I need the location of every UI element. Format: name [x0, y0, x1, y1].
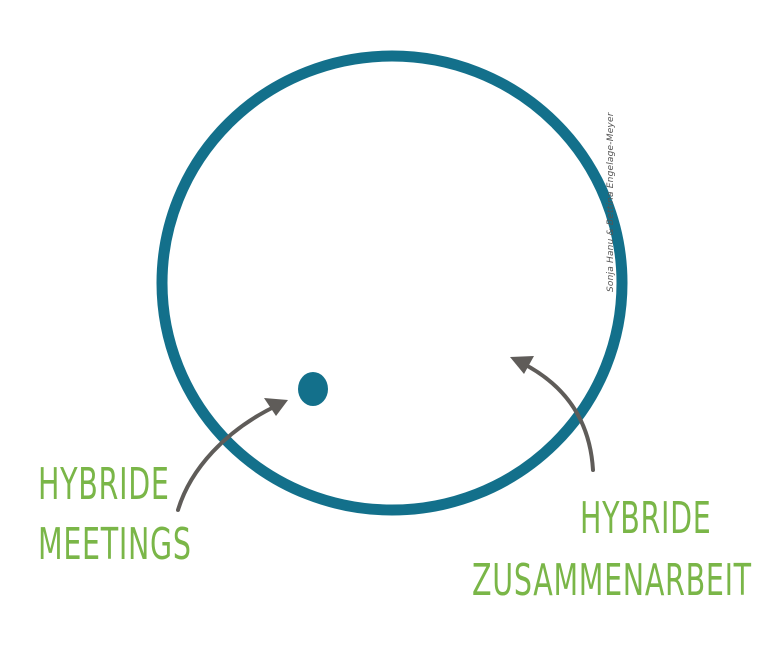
arrow-to-circle-head: [510, 356, 534, 374]
author-credit: Sonja Hanu & Bettina Engelage-Meyer: [606, 112, 616, 292]
outer-circle: [156, 50, 628, 516]
label-left-line-2: MEETINGS: [38, 519, 192, 570]
label-left-line-1: HYBRIDE: [38, 459, 170, 510]
arrow-to-dot-head: [264, 398, 288, 416]
arrow-to-dot: [176, 403, 280, 512]
small-dot: [298, 372, 328, 406]
label-right-line-2: ZUSAMMENARBEIT: [472, 555, 752, 606]
label-hybride-meetings: HYBRIDE MEETINGS: [38, 455, 192, 575]
arrow-to-circle: [520, 361, 595, 472]
label-right-line-1: HYBRIDE: [579, 493, 712, 544]
label-hybride-zusammenarbeit: HYBRIDE ZUSAMMENARBEIT: [472, 488, 752, 612]
